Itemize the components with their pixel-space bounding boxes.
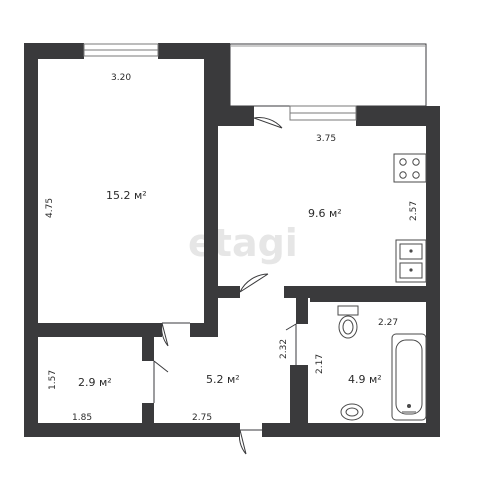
door-kitchen (239, 273, 269, 293)
wall-storage-upper (142, 337, 154, 361)
door-living (161, 322, 190, 347)
living-room-area-label: 15.2 м² (106, 189, 147, 202)
kitchen-depth-label: 2.57 (409, 201, 419, 221)
stove-burner-icon (412, 158, 420, 166)
storage-width-label: 1.85 (72, 413, 92, 423)
bathroom-area-label: 4.9 м² (348, 373, 382, 386)
wall-bottom-left (24, 423, 240, 437)
wall-living-bottom-right (190, 323, 218, 337)
balcony-outline (229, 43, 427, 107)
bathroom-width-label: 2.27 (378, 318, 398, 328)
wall-left (24, 43, 38, 437)
wall-partition (204, 126, 218, 336)
wall-kitchen-bottom-left (218, 286, 240, 298)
wall-kitchen-top-right (356, 106, 440, 126)
hallway-depth-label: 2.32 (279, 339, 289, 359)
wall-living-bottom (24, 323, 162, 337)
living-room-width-label: 3.20 (111, 73, 131, 83)
toilet-tank-icon (337, 305, 359, 316)
door-storage (153, 360, 169, 403)
door-entrance (238, 429, 262, 455)
kitchen-area-label: 9.6 м² (308, 207, 342, 220)
stove-burner-icon (399, 171, 407, 179)
wall-right (426, 106, 440, 437)
wall-bottom-right (262, 423, 434, 437)
bathtub-basin-icon (395, 339, 423, 415)
door-balcony (253, 117, 283, 129)
living-room-depth-label: 4.75 (45, 198, 55, 218)
wall-partition-upper (204, 43, 230, 126)
stove-icon (393, 153, 427, 183)
wall-bath-left-upper (296, 298, 308, 324)
wall-storage-lower (142, 403, 154, 437)
wall-bath-top (310, 298, 426, 302)
kitchen-width-label: 3.75 (316, 134, 336, 144)
stove-burner-icon (412, 171, 420, 179)
wall-top-left (24, 43, 84, 59)
hallway-area-label: 5.2 м² (206, 373, 240, 386)
storage-area-label: 2.9 м² (78, 376, 112, 389)
storage-depth-label: 1.57 (48, 370, 58, 390)
wall-bath-left-lower (290, 365, 308, 437)
stove-burner-icon (399, 158, 407, 166)
wall-kitchen-bottom-right (284, 286, 440, 298)
hallway-width-label: 2.75 (192, 413, 212, 423)
bathroom-depth-label: 2.17 (315, 354, 325, 374)
door-bathroom (285, 323, 297, 365)
